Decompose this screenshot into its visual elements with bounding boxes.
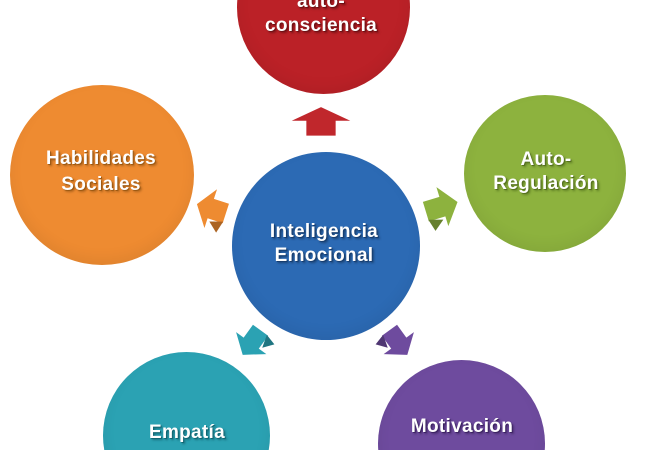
arrow-left-icon xyxy=(196,189,229,233)
arrow-down-right-icon xyxy=(375,324,414,355)
arrow-right-icon xyxy=(422,187,458,231)
node-habilidades-sociales-circle xyxy=(10,85,194,265)
arrow-down-left-icon xyxy=(236,324,275,355)
node-auto-regulacion-circle xyxy=(464,95,626,252)
center-node-circle xyxy=(232,152,420,340)
arrow-up-icon xyxy=(291,107,351,136)
node-auto-consciencia-circle xyxy=(237,0,410,94)
